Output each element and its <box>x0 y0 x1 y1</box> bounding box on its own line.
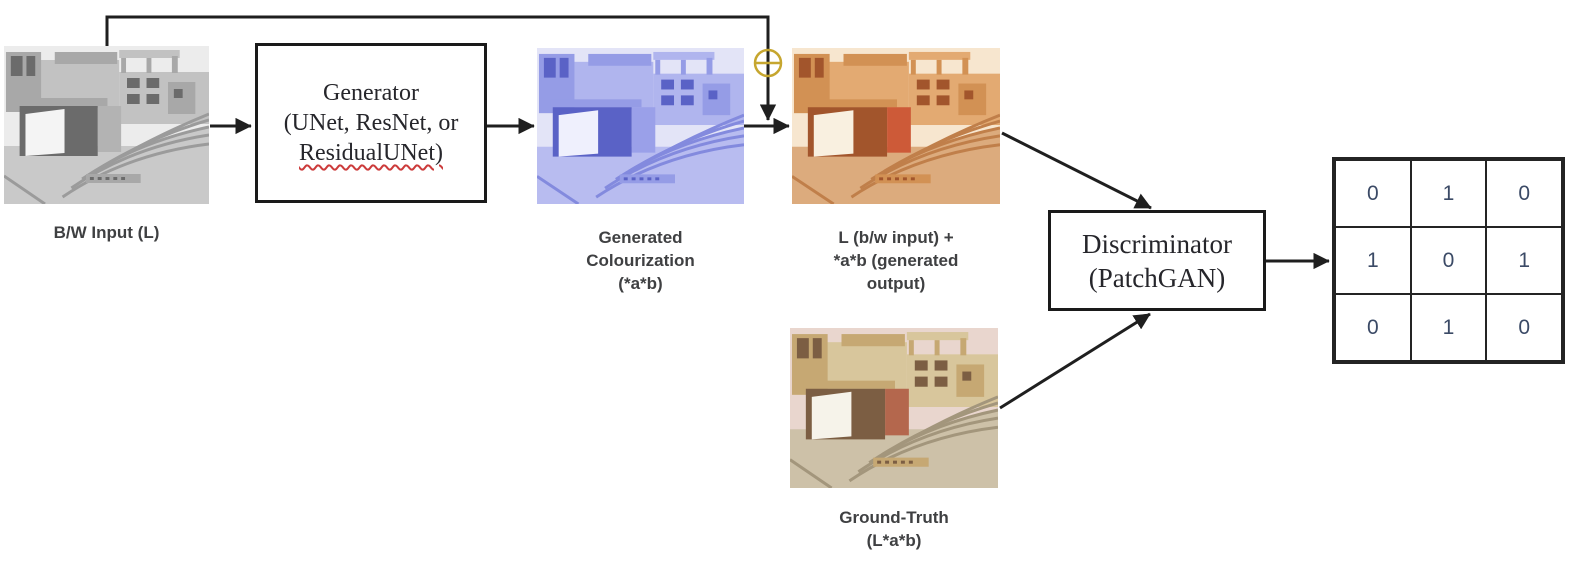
arrow-combined-to-discriminator <box>1001 131 1152 210</box>
combined-lab-image <box>792 48 1000 204</box>
grid-cell: 0 <box>1486 294 1562 361</box>
label-line: Colourization <box>586 251 695 270</box>
grid-cell: 1 <box>1410 160 1487 227</box>
grid-cell: 0 <box>1335 294 1411 361</box>
label-line: Ground-Truth <box>839 508 949 527</box>
grid-cell: 0 <box>1486 160 1562 227</box>
label-line: Generated <box>598 228 683 247</box>
bw-input-label: B/W Input (L) <box>53 223 160 242</box>
generator-box: Generator (UNet, ResNet, or ResidualUNet… <box>255 43 487 203</box>
patchgan-output-grid: 0 1 0 1 0 1 0 1 0 <box>1332 157 1565 364</box>
label-line: L (b/w input) + <box>838 228 954 247</box>
generator-box-line-spellcheck: ResidualUNet) <box>299 140 443 166</box>
generated-colourization-image <box>537 48 744 204</box>
skip-connection-line <box>105 15 777 121</box>
discriminator-box-line: (PatchGAN) <box>1088 262 1226 293</box>
grid-cell: 1 <box>1335 227 1411 294</box>
grid-cell: 0 <box>1410 227 1487 294</box>
label-line: output) <box>866 274 926 293</box>
discriminator-box-line: Discriminator <box>1082 228 1232 259</box>
bw-input-image <box>4 46 209 204</box>
label-line: (*a*b) <box>618 274 663 293</box>
ground-truth-image <box>790 328 998 488</box>
generator-box-line: Generator <box>323 80 419 106</box>
grid-cell: 1 <box>1410 294 1487 361</box>
grid-cell: 1 <box>1486 227 1562 294</box>
generated-colourization-label: Generated Colourization (*a*b) <box>537 226 744 295</box>
generator-box-line: (UNet, ResNet, or <box>283 110 459 136</box>
discriminator-box: Discriminator (PatchGAN) <box>1048 210 1266 311</box>
ground-truth-label: Ground-Truth (L*a*b) <box>790 506 998 552</box>
grid-cell: 0 <box>1335 160 1411 227</box>
label-line: (L*a*b) <box>866 531 922 550</box>
arrow-groundtruth-to-discriminator <box>999 312 1151 410</box>
combined-lab-label: L (b/w input) + *a*b (generated output) <box>792 226 1000 295</box>
circle-plus-icon <box>753 48 783 78</box>
label-line: *a*b (generated <box>833 251 959 270</box>
